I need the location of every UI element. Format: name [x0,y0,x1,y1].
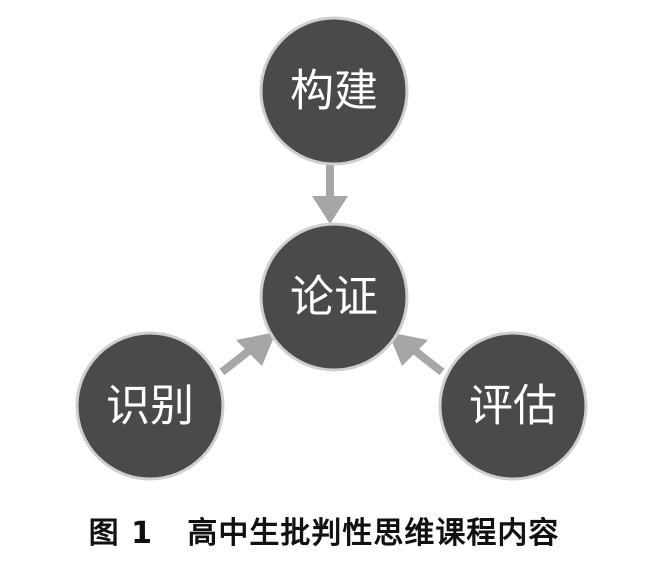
figure-number: 图 1 [88,516,153,551]
arrow-left-to-center [219,332,276,376]
node-right: 评估 [438,331,588,481]
arrow-right-to-center [388,332,445,376]
figure-caption: 图 1 高中生批判性思维课程内容 [0,508,648,552]
node-center: 论证 [259,222,409,372]
node-top-label: 构建 [290,66,378,117]
figure-title: 高中生批判性思维课程内容 [187,516,560,551]
node-left: 识别 [75,331,225,481]
node-right-label: 评估 [469,381,557,432]
course-content-diagram: 构建 论证 识别 评估 [75,16,588,481]
node-left-label: 识别 [106,381,194,432]
arrow-top-to-center [312,160,348,224]
node-center-label: 论证 [290,272,378,323]
node-top: 构建 [259,16,409,166]
